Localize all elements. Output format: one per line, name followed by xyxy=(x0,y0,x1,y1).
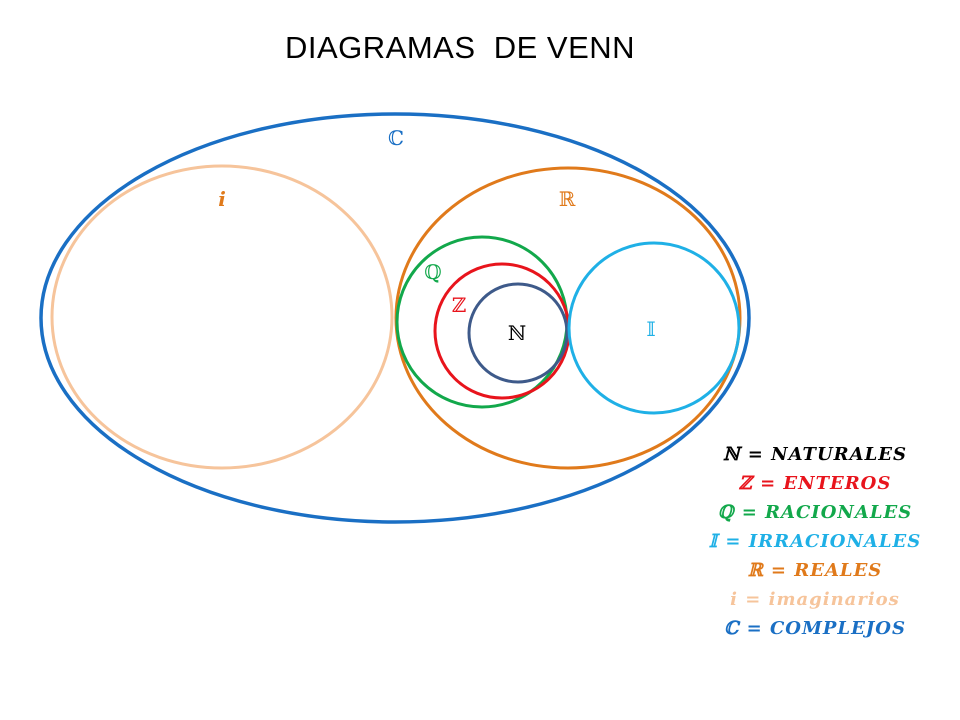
set-naturales-circle xyxy=(467,282,569,384)
label-reales: ℝ xyxy=(559,187,576,211)
legend-item-imaginarios: i = imaginarios xyxy=(730,589,900,610)
legend-item-enteros: ℤ = ENTEROS xyxy=(738,473,892,494)
label-naturales: ℕ xyxy=(508,321,526,345)
legend-item-reales: ℝ = REALES xyxy=(747,560,883,581)
label-complejos: ℂ xyxy=(388,126,404,150)
set-complejos-ellipse xyxy=(39,112,751,524)
page-title: DIAGRAMAS DE VENN xyxy=(284,30,636,65)
legend-item-racionales: ℚ = RACIONALES xyxy=(717,502,913,523)
set-imaginarios-ellipse xyxy=(50,164,394,470)
label-irracionales: 𝕀 xyxy=(646,317,655,341)
legend-item-irracionales: 𝕀 = IRRACIONALES xyxy=(708,531,922,552)
legend-item-naturales: ℕ = NATURALES xyxy=(723,444,907,465)
legend-item-complejos: ℂ = COMPLEJOS xyxy=(724,618,906,639)
label-enteros: ℤ xyxy=(452,293,467,317)
label-racionales: ℚ xyxy=(424,260,441,284)
legend: ℕ = NATURALES ℤ = ENTEROS ℚ = RACIONALES… xyxy=(690,440,940,643)
set-irracionales-circle xyxy=(567,241,741,415)
set-racionales-circle xyxy=(395,235,569,409)
label-imaginarios: i xyxy=(218,187,226,211)
